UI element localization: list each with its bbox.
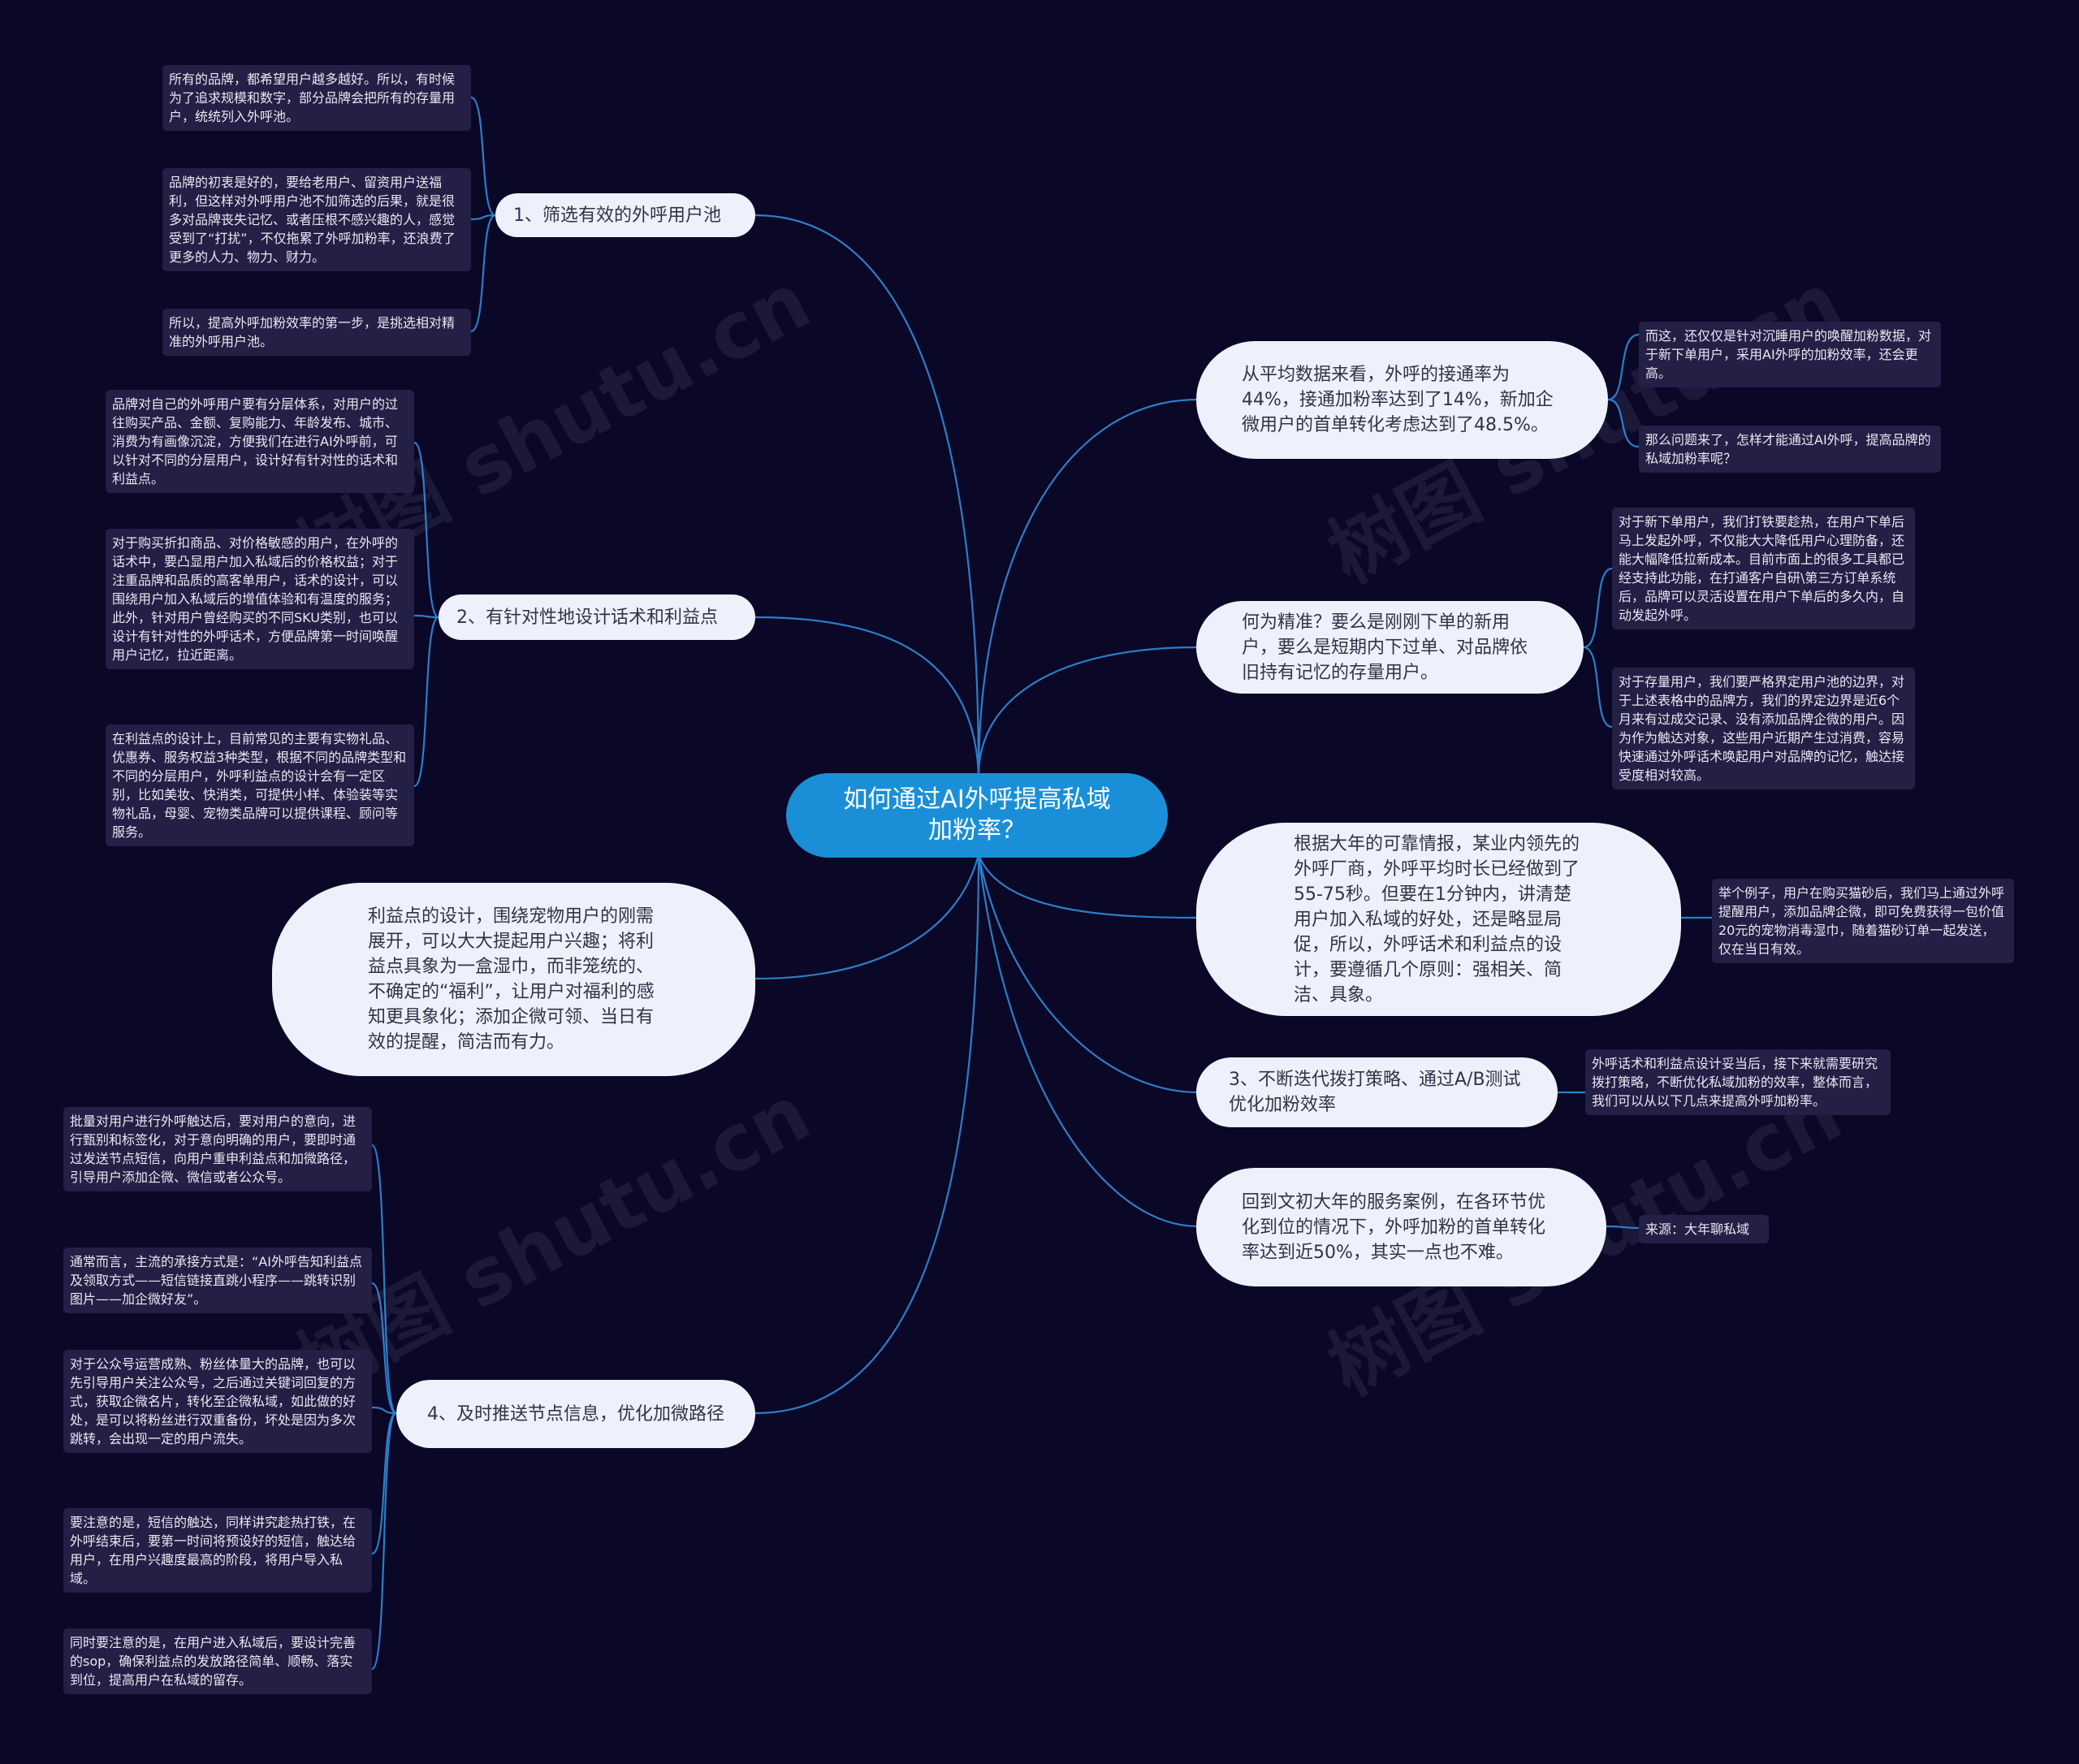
right-leaf-3-1[interactable]: 举个例子，用户在购买猫砂后，我们马上通过外呼提醒用户，添加品牌企微，即可免费获得… [1712, 879, 2014, 963]
connector [1607, 398, 1640, 448]
connector [1606, 1225, 1640, 1230]
center-topic[interactable]: 如何通过AI外呼提高私域加粉率？ [786, 773, 1168, 858]
connector [370, 1144, 398, 1415]
connector [754, 854, 980, 980]
connector [754, 854, 980, 1415]
connector [371, 1406, 397, 1415]
left-leaf-4-2[interactable]: 通常而言，主流的承接方式是：“AI外呼告知利益点及领取方式——短信链接直跳小程序… [63, 1247, 372, 1313]
connector [1607, 333, 1640, 401]
connector [977, 646, 1199, 776]
connector [1583, 567, 1613, 649]
connector [371, 1412, 397, 1555]
connector [413, 441, 439, 619]
connector [1583, 646, 1613, 729]
left-leaf-1-1[interactable]: 所有的品牌，都希望用户越多越好。所以，有时候为了追求规模和数字，部分品牌会把所有… [162, 65, 471, 131]
right-leaf-4-1[interactable]: 外呼话术和利益点设计妥当后，接下来就需要研究拨打策略，不断优化私域加粉的效率，整… [1585, 1049, 1891, 1115]
connector [470, 214, 496, 333]
connector [977, 854, 1199, 1228]
left-node-1[interactable]: 1、筛选有效的外呼用户池 [495, 193, 755, 237]
right-node-5[interactable]: 回到文初大年的服务案例，在各环节优化到位的情况下，外呼加粉的首单转化率达到近50… [1196, 1168, 1606, 1286]
left-leaf-2-1[interactable]: 品牌对自己的外呼用户要有分层体系，对用户的过往购买产品、金额、复购能力、年龄发布… [106, 390, 414, 493]
connector [370, 1412, 398, 1671]
right-node-4[interactable]: 3、不断迭代拨打策略、通过A/B测试优化加粉效率 [1196, 1057, 1558, 1127]
connector [977, 854, 1199, 1094]
left-leaf-2-2[interactable]: 对于购买折扣商品、对价格敏感的用户，在外呼的话术中，要凸显用户加入私域后的价格权… [106, 529, 414, 669]
connector [470, 96, 496, 217]
connector [977, 854, 1199, 919]
right-leaf-1-2[interactable]: 那么问题来了，怎样才能通过AI外呼，提高品牌的私域加粉率呢？ [1639, 426, 1941, 473]
connector [371, 1282, 397, 1415]
right-leaf-2-1[interactable]: 对于新下单用户，我们打铁要趁热，在用户下单后马上发起外呼，不仅能大大降低用户心理… [1612, 508, 1915, 629]
left-leaf-1-3[interactable]: 所以，提高外呼加粉效率的第一步，是挑选相对精准的外呼用户池。 [162, 309, 471, 356]
connector [470, 214, 496, 221]
left-node-2[interactable]: 2、有针对性地设计话术和利益点 [439, 594, 755, 640]
right-node-1[interactable]: 从平均数据来看，外呼的接通率为44%，接通加粉率达到了14%，新加企微用户的首单… [1196, 341, 1608, 459]
connector [413, 614, 439, 619]
connector [977, 398, 1199, 776]
left-leaf-2-3[interactable]: 在利益点的设计上，目前常见的主要有实物礼品、优惠券、服务权益3种类型，根据不同的… [106, 724, 414, 846]
right-leaf-2-2[interactable]: 对于存量用户，我们要严格界定用户池的边界，对于上述表格中的品牌方，我们的界定边界… [1612, 668, 1915, 789]
connector [754, 616, 980, 776]
right-node-3[interactable]: 根据大年的可靠情报，某业内领先的外呼厂商，外呼平均时长已经做到了55-75秒。但… [1196, 823, 1681, 1016]
connector [413, 616, 439, 788]
right-leaf-5-1[interactable]: 来源：大年聊私域 [1639, 1215, 1769, 1243]
right-leaf-1-1[interactable]: 而这，还仅仅是针对沉睡用户的唤醒加粉数据，对于新下单用户，采用AI外呼的加粉效率… [1639, 322, 1941, 387]
left-node-4[interactable]: 4、及时推送节点信息，优化加微路径 [396, 1380, 755, 1448]
right-node-2[interactable]: 何为精准？要么是刚刚下单的新用户，要么是短期内下过单、对品牌依旧持有记忆的存量用… [1196, 601, 1584, 694]
left-node-3[interactable]: 利益点的设计，围绕宠物用户的刚需展开，可以大大提起用户兴趣；将利益点具象为一盒湿… [272, 883, 755, 1076]
left-leaf-4-4[interactable]: 要注意的是，短信的触达，同样讲究趁热打铁，在外呼结束后，要第一时间将预设好的短信… [63, 1508, 372, 1593]
left-leaf-4-1[interactable]: 批量对用户进行外呼触达后，要对用户的意向，进行甄别和标签化，对于意向明确的用户，… [63, 1107, 372, 1191]
left-leaf-4-3[interactable]: 对于公众号运营成熟、粉丝体量大的品牌，也可以先引导用户关注公众号，之后通过关键词… [63, 1350, 372, 1453]
connector [754, 214, 980, 776]
left-leaf-4-5[interactable]: 同时要注意的是，在用户进入私域后，要设计完善的sop，确保利益点的发放路径简单、… [63, 1628, 372, 1694]
left-leaf-1-2[interactable]: 品牌的初衷是好的，要给老用户、留资用户送福利，但这样对外呼用户池不加筛选的后果，… [162, 168, 471, 271]
